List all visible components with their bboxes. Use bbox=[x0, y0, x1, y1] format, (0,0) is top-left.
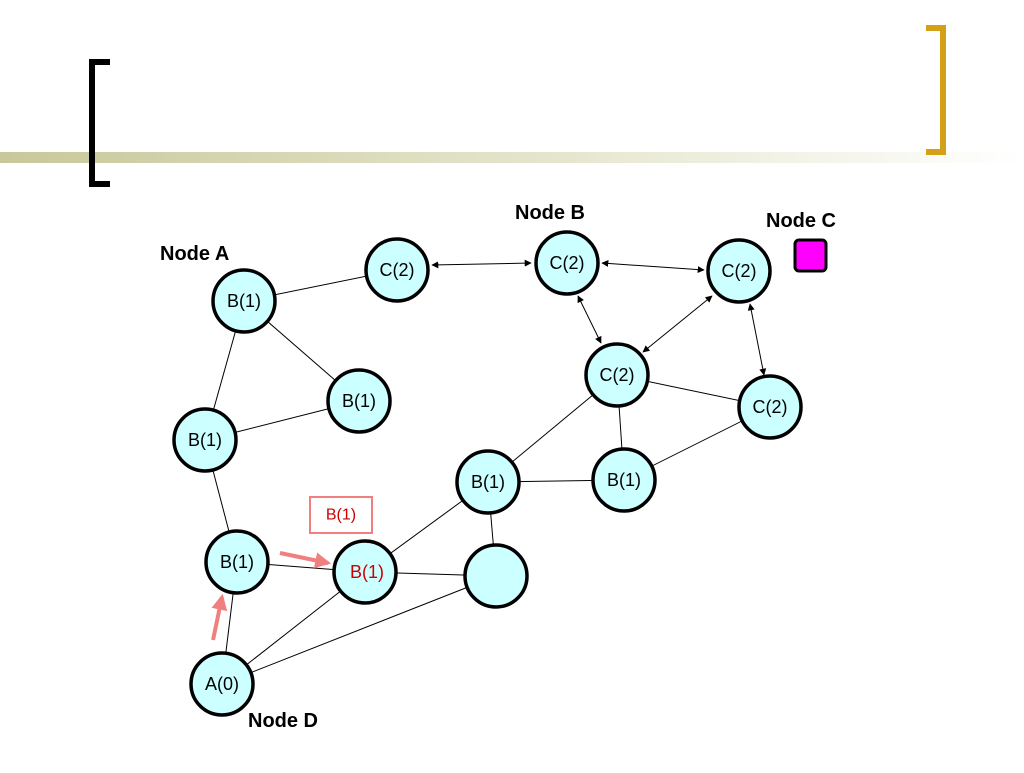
highlight-arrow-up bbox=[211, 593, 228, 641]
floating-b1-box: B(1) bbox=[309, 496, 373, 534]
node-label: A(0) bbox=[205, 674, 239, 694]
highlight-arrow-right bbox=[279, 551, 332, 569]
node-b-mid-left: B(1) bbox=[172, 407, 238, 473]
double-arrow bbox=[431, 259, 532, 269]
node-label: B(1) bbox=[607, 470, 641, 490]
node-c-top-right: C(2) bbox=[706, 238, 772, 304]
node-c-label: Node C bbox=[766, 210, 836, 232]
node-label: B(1) bbox=[471, 472, 505, 492]
double-arrow bbox=[747, 303, 767, 376]
node-label: C(2) bbox=[753, 397, 788, 417]
node-c-center: C(2) bbox=[584, 342, 650, 408]
node-a0: A(0) bbox=[189, 651, 255, 717]
node-b-label: Node B bbox=[515, 202, 585, 224]
node-b-highlight: B(1) bbox=[332, 539, 398, 605]
right-bracket bbox=[926, 25, 946, 155]
node-label: B(1) bbox=[220, 552, 254, 572]
node-c-top-mid: C(2) bbox=[534, 230, 600, 296]
double-arrow bbox=[601, 259, 705, 274]
node-b-center-right: B(1) bbox=[591, 447, 657, 513]
node-label: B(1) bbox=[342, 391, 376, 411]
node-b-top-left: B(1) bbox=[211, 268, 277, 334]
node-label: C(2) bbox=[550, 253, 585, 273]
node-c-marker bbox=[793, 238, 828, 273]
node-b-lower-left: B(1) bbox=[204, 529, 270, 595]
node-a-label: Node A bbox=[160, 243, 229, 265]
node-blank bbox=[463, 543, 529, 609]
node-label: C(2) bbox=[722, 261, 757, 281]
node-d-label: Node D bbox=[248, 710, 318, 732]
floating-box-label: B(1) bbox=[326, 507, 356, 524]
edge bbox=[221, 575, 497, 685]
node-b-center: B(1) bbox=[455, 449, 521, 515]
node-c-right: C(2) bbox=[737, 374, 803, 440]
node-label: B(1) bbox=[227, 291, 261, 311]
node-label: C(2) bbox=[380, 260, 415, 280]
bidirectional-edges bbox=[431, 259, 767, 376]
left-bracket bbox=[89, 59, 110, 187]
node-label: C(2) bbox=[600, 365, 635, 385]
node-c-top-left: C(2) bbox=[364, 237, 430, 303]
node-label: B(1) bbox=[350, 562, 384, 582]
header-bar bbox=[0, 152, 1024, 163]
node-b-inner: B(1) bbox=[326, 368, 392, 434]
nodes: A(0) B(1) B(1) B(1) B(1) B(1) C(2) bbox=[172, 230, 803, 717]
node-label: B(1) bbox=[188, 430, 222, 450]
double-arrow bbox=[577, 295, 602, 344]
double-arrow bbox=[642, 295, 713, 353]
